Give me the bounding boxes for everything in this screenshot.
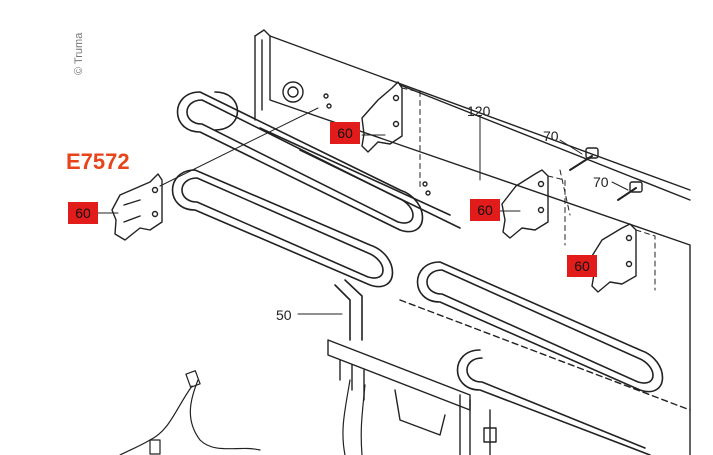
callout-badge-right-bracket: 60 (567, 255, 597, 277)
callout-number-screw-upper: 70 (543, 128, 559, 144)
callout-number-screw-lower: 70 (593, 174, 609, 190)
callout-badge-upper-bracket: 60 (330, 122, 360, 144)
callout-number-panel: 120 (467, 103, 491, 119)
callout-badge-middle-bracket: 60 (470, 199, 500, 221)
leader-line-screw-upper (559, 139, 583, 155)
leader-line-screw-lower (611, 181, 629, 191)
wiring-harness (119, 370, 366, 455)
bracket-middle (501, 169, 549, 239)
copyright-notice: © Truma (73, 32, 85, 75)
heating-element (171, 91, 664, 455)
assembly-lines (401, 87, 656, 291)
part-code: E7572 (66, 149, 130, 174)
terminal-block (327, 339, 497, 455)
screw-upper (569, 147, 599, 171)
callout-number-heater: 50 (276, 307, 292, 323)
leader-lines (95, 107, 629, 315)
bracket-left (111, 173, 163, 241)
panel-hole (282, 81, 304, 103)
mounting-panel (254, 29, 691, 455)
panel-hole-inner (287, 86, 299, 98)
screw-lower (617, 181, 643, 201)
leader-line-left-bracket (159, 107, 319, 187)
callout-badge-left-bracket: 60 (68, 202, 98, 224)
bracket-right (591, 223, 637, 293)
bracket-upper (361, 81, 403, 153)
